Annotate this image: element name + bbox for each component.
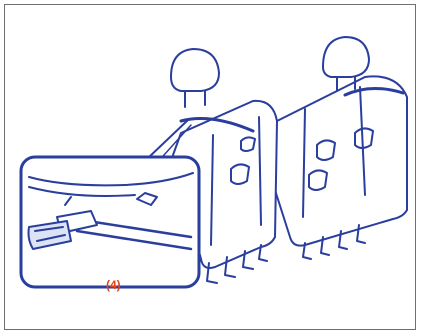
callout-detail-box (21, 157, 199, 287)
right-seatback (267, 76, 407, 259)
rear-seat-illustration (5, 5, 417, 331)
left-headrest (171, 49, 219, 107)
illustration-frame: (4) (4, 4, 416, 330)
callout-number-label: (4) (106, 279, 121, 291)
